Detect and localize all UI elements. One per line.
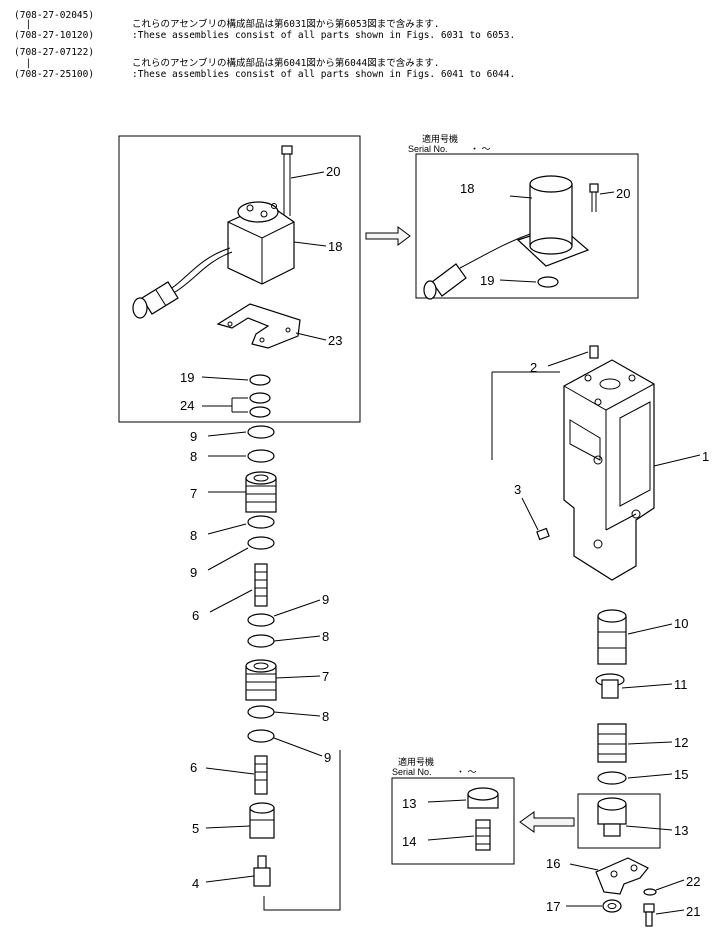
plug-13: [597, 797, 627, 837]
callout-19b: 19: [480, 273, 494, 288]
callout-9: 9: [190, 429, 197, 444]
ring-9: [247, 613, 275, 627]
note-line: (708-27-07122): [14, 47, 95, 58]
callout-9: 9: [324, 750, 331, 765]
note-line: |これらのアセンブリの構成部品は第6031図から第6053図まで含みます.: [14, 19, 440, 30]
ring-8: [247, 634, 275, 648]
bracket-16: [595, 857, 649, 895]
callout-6: 6: [192, 608, 199, 623]
callout-24: 24: [180, 398, 194, 413]
note-line: (708-27-10120):These assemblies consist …: [14, 30, 516, 41]
valve-body: [563, 359, 655, 581]
serial-label-jp: 適用号機: [422, 133, 458, 144]
callout-2: 2: [530, 360, 537, 375]
callout-13: 13: [674, 823, 688, 838]
note-line: |これらのアセンブリの構成部品は第6041図から第6044図まで含みます.: [14, 58, 440, 69]
pin-4: [253, 855, 271, 887]
plug-13-frame: [577, 793, 661, 849]
plug-2: [589, 345, 599, 359]
callout-9: 9: [322, 592, 329, 607]
callout-7: 7: [322, 669, 329, 684]
serial-range: ・ ～: [456, 767, 477, 777]
arrow-left: [519, 811, 575, 833]
ring-9: [247, 729, 275, 743]
callout-8: 8: [190, 449, 197, 464]
bolt-21: [643, 903, 655, 927]
callout-20b: 20: [616, 186, 630, 201]
arrow-right: [365, 226, 411, 246]
callout-4: 4: [192, 876, 199, 891]
callout-18b: 18: [460, 181, 474, 196]
plug-variant-frame: [391, 777, 515, 865]
ring-9: [247, 425, 275, 439]
callout-8: 8: [190, 528, 197, 543]
callout-8: 8: [322, 709, 329, 724]
retainer-11: [595, 673, 625, 699]
callout-23: 23: [328, 333, 342, 348]
callout-19: 19: [180, 370, 194, 385]
callout-14: 14: [402, 834, 416, 849]
callout-5: 5: [192, 821, 199, 836]
serial-range: ・ ～: [470, 144, 491, 154]
plug-3: [536, 527, 550, 541]
solenoid-group-frame: [118, 135, 361, 423]
callout-11: 11: [674, 677, 688, 692]
spring-6-upper: [254, 563, 268, 607]
callout-18: 18: [328, 239, 342, 254]
callout-6: 6: [190, 760, 197, 775]
note-line: (708-27-02045): [14, 10, 95, 21]
serial-label-jp: 適用号機: [398, 756, 434, 767]
washer-24-upper: [249, 392, 271, 404]
o-ring-15: [597, 771, 627, 785]
callout-17: 17: [546, 899, 560, 914]
nut-17: [602, 899, 622, 913]
ring-8: [247, 515, 275, 529]
solenoid-assembly: [132, 145, 301, 349]
plug-variant-13: [467, 787, 499, 809]
washer-24-lower: [249, 406, 271, 418]
solenoid-variant-frame: [415, 153, 639, 299]
callout-3: 3: [514, 482, 521, 497]
callout-7: 7: [190, 486, 197, 501]
ring-9: [247, 536, 275, 550]
piston-5: [249, 802, 275, 839]
callout-1: 1: [702, 449, 709, 464]
solenoid-variant: [423, 175, 599, 300]
spool-7-upper: [245, 471, 277, 513]
spool-7-lower: [245, 659, 277, 701]
spring-12: [597, 723, 627, 763]
ring-8: [247, 449, 275, 463]
o-ring-19: [249, 374, 271, 386]
note-line: (708-27-25100):These assemblies consist …: [14, 69, 516, 80]
callout-22: 22: [686, 874, 700, 889]
serial-label-en: Serial No.: [408, 144, 448, 154]
washer-22: [643, 888, 657, 896]
plunger-10: [597, 609, 627, 665]
callout-12: 12: [674, 735, 688, 750]
callout-8: 8: [322, 629, 329, 644]
callout-20: 20: [326, 164, 340, 179]
serial-label-en: Serial No.: [392, 767, 432, 777]
ring-8: [247, 705, 275, 719]
callout-9: 9: [190, 565, 197, 580]
spring-14: [475, 819, 491, 851]
callout-16: 16: [546, 856, 560, 871]
callout-15: 15: [674, 767, 688, 782]
callout-13b: 13: [402, 796, 416, 811]
callout-10: 10: [674, 616, 688, 631]
spring-6-lower: [254, 755, 268, 795]
callout-21: 21: [686, 904, 700, 919]
